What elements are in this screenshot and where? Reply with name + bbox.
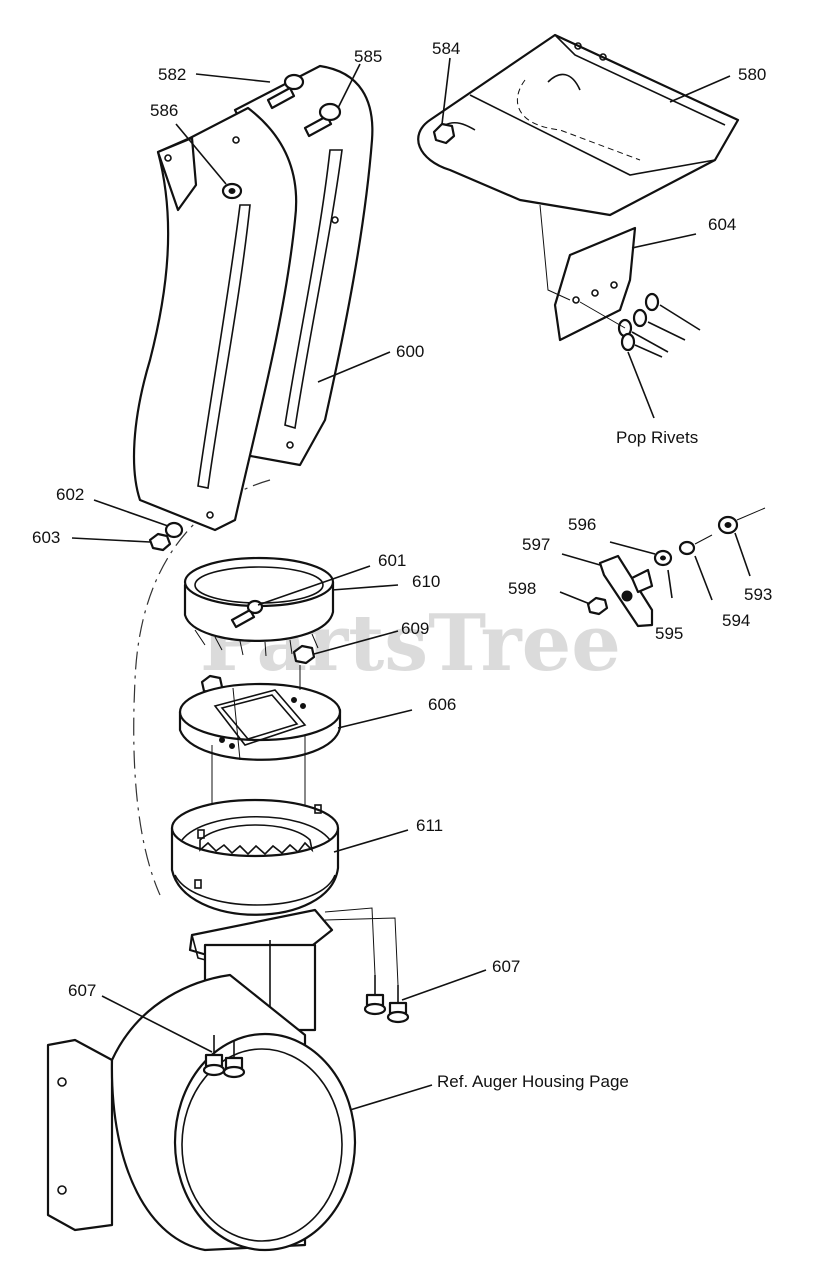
label-594: 594 xyxy=(722,611,750,630)
bolt-585 xyxy=(303,102,342,138)
knob-center xyxy=(621,590,633,602)
nut-598 xyxy=(586,596,609,616)
housing-lip xyxy=(181,1048,343,1242)
label-600: 600 xyxy=(396,342,424,361)
label-601: 601 xyxy=(378,551,406,570)
leader-lines xyxy=(71,57,751,1111)
flange-hole xyxy=(164,154,172,162)
housing-flange xyxy=(46,1038,114,1232)
bolt-guide-lines xyxy=(324,907,399,986)
deflector-hole xyxy=(599,53,607,61)
label-595: 595 xyxy=(655,624,683,643)
deflector-hole xyxy=(574,42,582,50)
label-580: 580 xyxy=(738,65,766,84)
deflector-580 xyxy=(417,33,740,217)
label-603: 603 xyxy=(32,528,60,547)
label-596: 596 xyxy=(568,515,596,534)
label-598: 598 xyxy=(508,579,536,598)
front-plate-flange xyxy=(156,136,198,212)
auger-housing-tube xyxy=(46,973,357,1252)
chute-side-plates-600 xyxy=(132,64,374,532)
rear-plate-hole xyxy=(286,441,294,449)
front-plate-hole xyxy=(232,136,240,144)
label-593: 593 xyxy=(744,585,772,604)
nut-603 xyxy=(148,532,172,552)
bolt-607-right-a xyxy=(363,975,387,1016)
front-plate-slot xyxy=(197,204,251,489)
label-597: 597 xyxy=(522,535,550,554)
washer-594 xyxy=(678,540,696,556)
middle-ring-606 xyxy=(178,682,342,761)
washer-602 xyxy=(164,521,184,539)
label-606: 606 xyxy=(428,695,456,714)
deflector-fold xyxy=(469,94,716,176)
label-582: 582 xyxy=(158,65,186,84)
rear-plate-hole xyxy=(331,216,339,224)
pop-rivets xyxy=(579,292,701,358)
label-pop-rivets: Pop Rivets xyxy=(616,428,698,447)
deflector-slot xyxy=(547,73,581,91)
housing-opening xyxy=(173,1032,357,1252)
label-ref-auger-housing: Ref. Auger Housing Page xyxy=(437,1072,629,1091)
front-side-plate xyxy=(132,106,298,532)
label-611: 611 xyxy=(416,816,443,835)
label-609: 609 xyxy=(401,619,429,638)
bolt-582 xyxy=(266,73,305,110)
gear-ring-611 xyxy=(170,798,340,916)
label-586: 586 xyxy=(150,101,178,120)
label-585: 585 xyxy=(354,47,382,66)
bracket-604 xyxy=(539,204,637,342)
label-604: 604 xyxy=(708,215,736,234)
bolt-601 xyxy=(230,599,264,629)
label-584: 584 xyxy=(432,39,460,58)
label-607-right: 607 xyxy=(492,957,520,976)
deflector-edge xyxy=(554,34,726,126)
label-610: 610 xyxy=(412,572,440,591)
label-602: 602 xyxy=(56,485,84,504)
nut-609 xyxy=(292,644,316,665)
bolt-607-right-b xyxy=(386,985,410,1024)
label-607-left: 607 xyxy=(68,981,96,1000)
bolt-607-left-b xyxy=(222,1040,246,1079)
washer-586 xyxy=(221,182,243,200)
chute-phantom-outline xyxy=(133,479,271,896)
front-plate-hole xyxy=(206,511,214,519)
knob-boss xyxy=(630,568,654,594)
rear-plate-slot xyxy=(284,149,343,430)
